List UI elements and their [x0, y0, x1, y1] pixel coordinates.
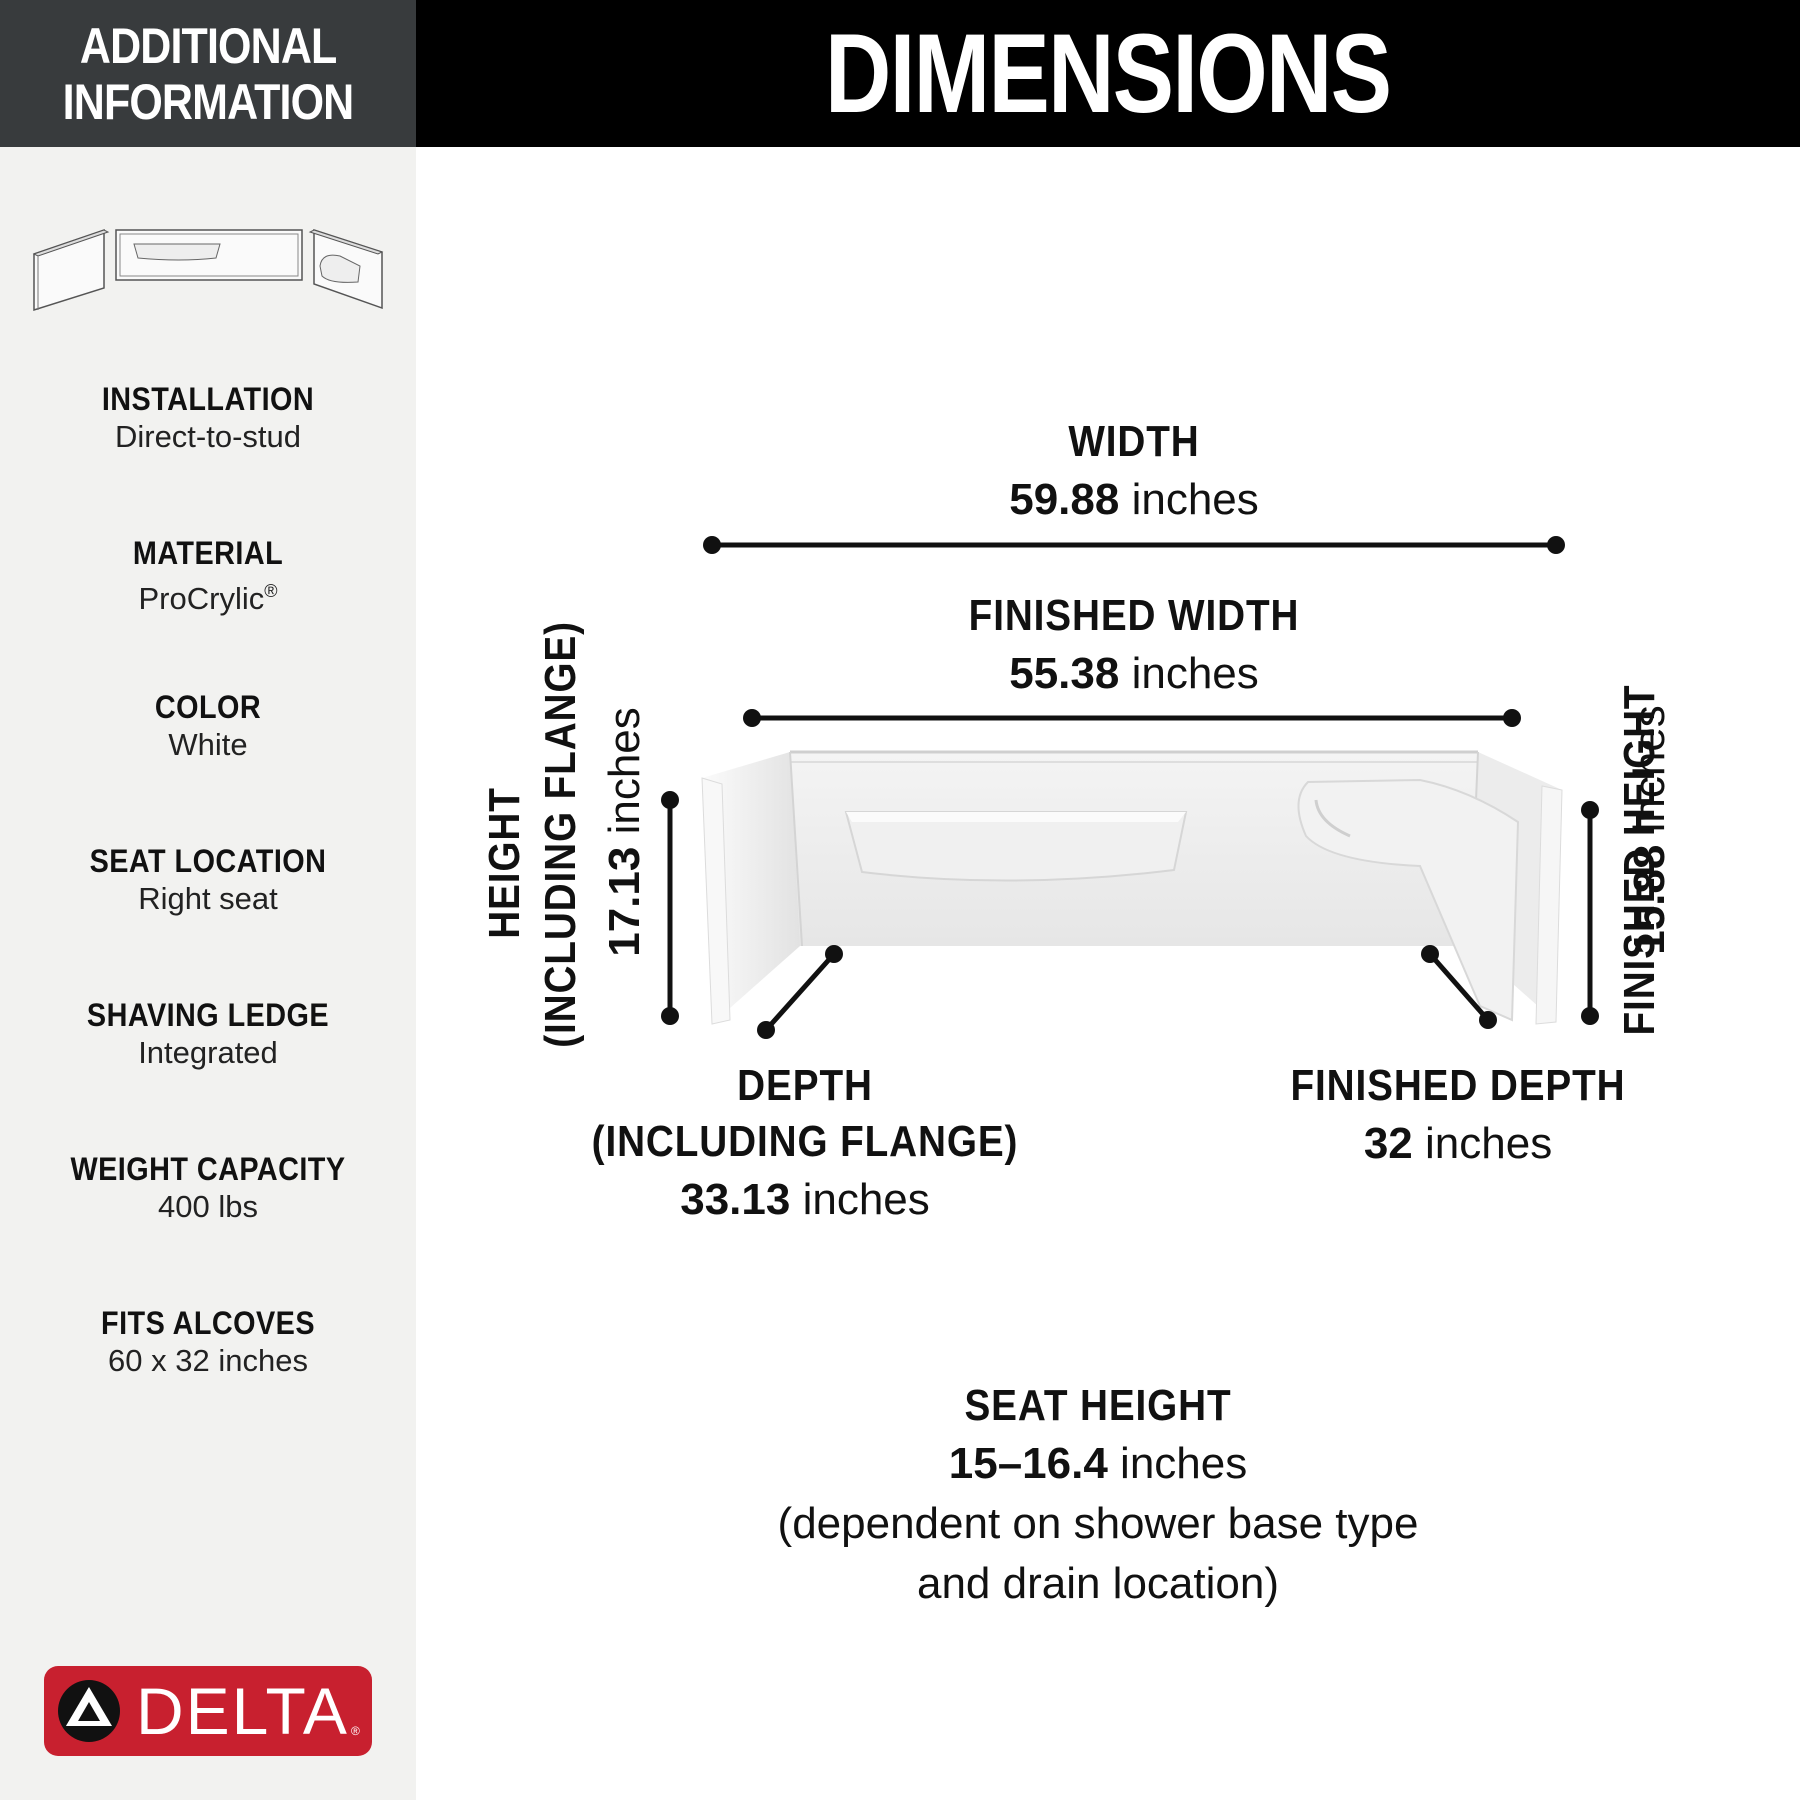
seat-height-note-line1: (dependent on shower base type [777, 1499, 1419, 1548]
spec-material: MATERIAL ProCrylic® [0, 534, 416, 618]
height-unit: inches [600, 707, 649, 835]
seat-height-label: SEAT HEIGHT 15–16.4 inches (dependent on… [698, 1378, 1498, 1614]
height-title-line1: HEIGHT [480, 787, 529, 939]
sidebar-title-line1: ADDITIONAL [79, 17, 337, 74]
delta-triangle-logo-icon [58, 1680, 120, 1742]
delta-logo: DELTA ® [44, 1666, 372, 1756]
height-title-line2: (INCLUDING FLANGE) [536, 621, 585, 1048]
finished-height-value-line: 15.88 inches [1620, 680, 1680, 980]
seat-height-value-line: 15–16.4 inches [698, 1434, 1498, 1494]
width-value-line: 59.88 inches [934, 470, 1334, 530]
depth-value-line: 33.13 inches [555, 1170, 1055, 1230]
finished-depth-title: FINISHED DEPTH [1290, 1061, 1626, 1110]
finished-depth-dimension-line [1421, 945, 1497, 1029]
shower-wall-product-image [701, 750, 1563, 1025]
finished-height-unit: inches [1625, 705, 1674, 833]
finished-depth-unit: inches [1425, 1119, 1553, 1168]
spec-label: FITS ALCOVES [101, 1305, 315, 1341]
width-label: WIDTH 59.88 inches [934, 414, 1334, 530]
spec-value: ProCrylic® [0, 572, 416, 618]
spec-value: 400 lbs [158, 1189, 258, 1224]
spec-label: SEAT LOCATION [89, 843, 327, 879]
width-dimension-line [703, 536, 1565, 554]
depth-value: 33.13 [680, 1175, 791, 1224]
spec-value: 60 x 32 inches [108, 1343, 308, 1378]
logo-text: DELTA [136, 1674, 349, 1748]
finished-width-dimension-line [743, 709, 1521, 727]
finished-width-value: 55.38 [1009, 649, 1120, 698]
width-title: WIDTH [1068, 417, 1200, 466]
page-title: DIMENSIONS [825, 10, 1392, 136]
spec-label: MATERIAL [132, 535, 284, 571]
spec-color: COLOR White [0, 688, 416, 764]
spec-value-text: ProCrylic [138, 581, 265, 616]
depth-unit: inches [802, 1175, 930, 1224]
finished-width-unit: inches [1131, 649, 1259, 698]
spec-label: INSTALLATION [101, 381, 315, 417]
logo-registered-mark: ® [350, 1724, 360, 1738]
width-value: 59.88 [1009, 475, 1120, 524]
finished-width-title: FINISHED WIDTH [968, 591, 1300, 640]
wall-panels-thumbnail-icon [32, 228, 384, 312]
sidebar-header: ADDITIONAL INFORMATION [0, 0, 416, 147]
sidebar-title-line2: INFORMATION [62, 73, 355, 130]
spec-value: Direct-to-stud [114, 419, 302, 454]
seat-height-title: SEAT HEIGHT [964, 1381, 1232, 1430]
depth-label: DEPTH (INCLUDING FLANGE) 33.13 inches [555, 1058, 1055, 1230]
height-value: 17.13 [600, 846, 649, 957]
page-header: DIMENSIONS [416, 0, 1800, 147]
finished-depth-value-line: 32 inches [1258, 1114, 1658, 1174]
height-label: HEIGHT (INCLUDING FLANGE) [477, 621, 593, 1073]
spec-installation: INSTALLATION Direct-to-stud [0, 380, 416, 456]
sidebar: ADDITIONAL INFORMATION INSTALLATION Dire… [0, 0, 416, 1800]
finished-height-value: 15.88 [1625, 844, 1674, 955]
spec-label: WEIGHT CAPACITY [70, 1151, 346, 1187]
seat-height-unit: inches [1120, 1439, 1248, 1488]
spec-value: Integrated [138, 1035, 278, 1070]
finished-depth-value: 32 [1363, 1119, 1413, 1168]
finished-height-dimension-line [1581, 801, 1599, 1025]
height-value-line: 17.13 inches [595, 632, 655, 1032]
depth-title-line2: (INCLUDING FLANGE) [591, 1117, 1019, 1166]
height-dimension-line [661, 791, 679, 1025]
spec-shaving-ledge: SHAVING LEDGE Integrated [0, 996, 416, 1072]
registered-mark: ® [264, 581, 278, 601]
finished-width-label: FINISHED WIDTH 55.38 inches [884, 588, 1384, 704]
spec-seat-location: SEAT LOCATION Right seat [0, 842, 416, 918]
spec-fits-alcoves: FITS ALCOVES 60 x 32 inches [0, 1304, 416, 1380]
width-unit: inches [1131, 475, 1259, 524]
spec-value: White [168, 727, 248, 762]
spec-label: COLOR [154, 689, 262, 725]
seat-height-value: 15–16.4 [948, 1439, 1108, 1488]
depth-dimension-line [757, 945, 843, 1039]
depth-title-line1: DEPTH [737, 1061, 873, 1110]
spec-value: Right seat [138, 881, 278, 916]
spec-label: SHAVING LEDGE [86, 997, 330, 1033]
finished-width-value-line: 55.38 inches [884, 644, 1384, 704]
finished-depth-label: FINISHED DEPTH 32 inches [1258, 1058, 1658, 1174]
seat-height-note-line2: and drain location) [916, 1559, 1279, 1608]
spec-weight-capacity: WEIGHT CAPACITY 400 lbs [0, 1150, 416, 1226]
